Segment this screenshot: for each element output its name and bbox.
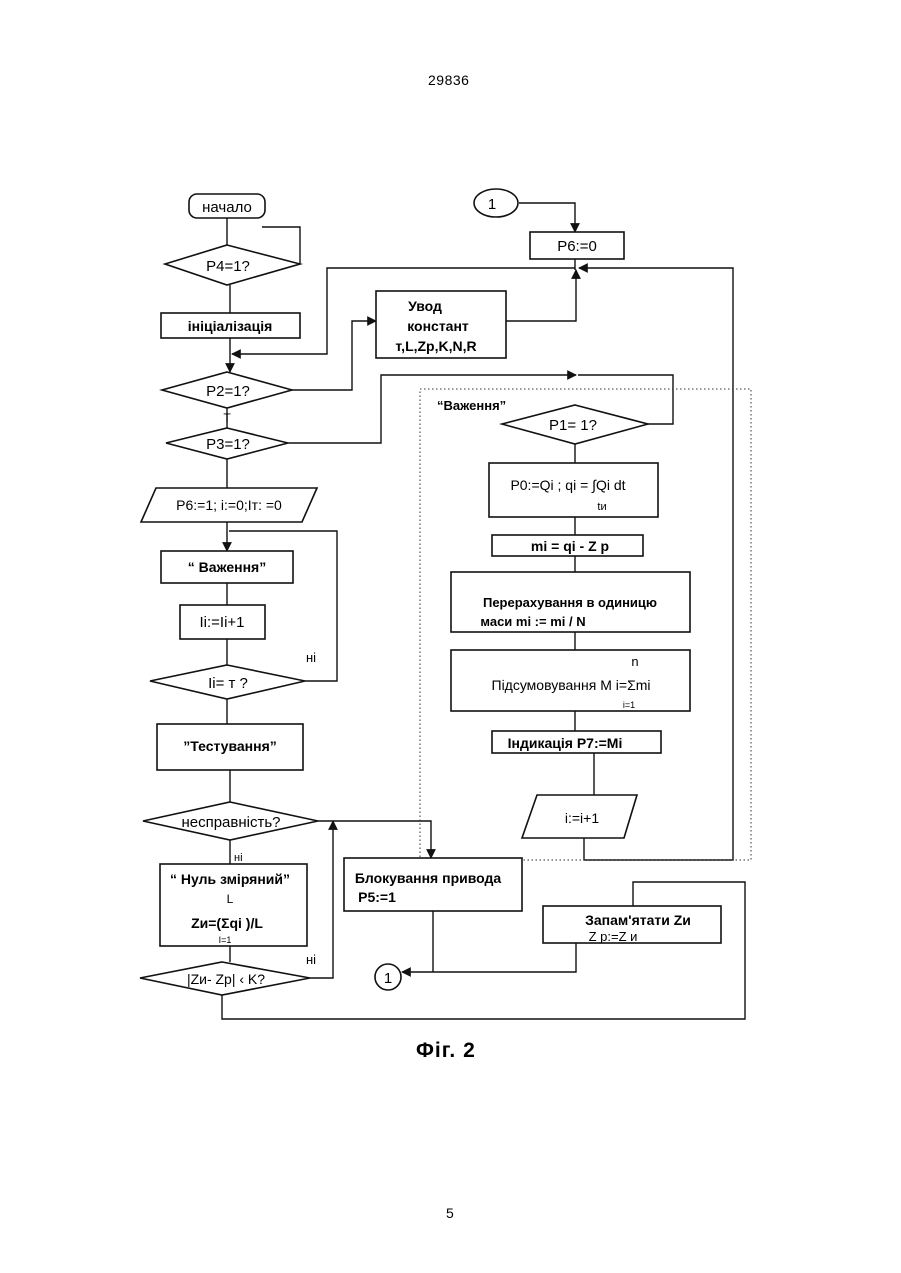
summation-text: Підсумовування M i=Σmi: [492, 677, 651, 693]
increment-li-label: Ii:=Ii+1: [199, 614, 244, 631]
connector-1-bottom: 1: [375, 964, 401, 990]
p0-formula: P0:=Qi ; qi = ∫Qi dt: [510, 477, 625, 493]
decision-p4-label: P4=1?: [206, 258, 250, 275]
testing-call-label: ”Тестування”: [183, 738, 277, 754]
decision-zero-check: |Zи- Zp| ‹ K?: [140, 962, 310, 995]
decision-p2: P2=1?: [162, 372, 292, 408]
io-increment-i: i:=i+1: [522, 795, 637, 838]
connector-1-top: 1: [474, 189, 518, 217]
weighing-call: “ Важення”: [161, 551, 293, 583]
label-no-2: ні: [234, 852, 243, 864]
label-t: Т: [223, 411, 231, 425]
decision-li-label: Ii= т ?: [208, 675, 248, 692]
p0-sub: tи: [597, 501, 606, 513]
testing-call: ”Тестування”: [157, 724, 303, 770]
figure-caption: Фіг. 2: [416, 1039, 476, 1063]
io-set-values-label: P6:=1; i:=0;Iт: =0: [176, 497, 282, 513]
label-no-3: ні: [306, 952, 316, 967]
p0-integration-block: P0:=Qi ; qi = ∫Qi dt tи: [489, 463, 658, 517]
zero-block-formula: Zи=(Σqi )/L: [191, 915, 263, 931]
decision-fault-label: несправність?: [181, 814, 280, 831]
input-constants-line2: констант: [407, 318, 469, 334]
summation-sub: i=1: [623, 700, 635, 710]
block-drive-line2: P5:=1: [358, 889, 396, 905]
decision-zero-check-label: |Zи- Zp| ‹ K?: [187, 971, 265, 987]
input-constants-line1: Увод: [408, 298, 442, 314]
summation-block: n Підсумовування M i=Σmi i=1: [451, 650, 690, 711]
decision-p2-label: P2=1?: [206, 383, 250, 400]
page-number: 5: [446, 1205, 454, 1221]
p6-reset-label: P6:=0: [557, 238, 597, 255]
remember-line1: Запам'ятати Zи: [585, 912, 691, 928]
connector-1-top-label: 1: [488, 196, 496, 213]
decision-p3: P3=1?: [166, 428, 288, 459]
decision-p1: P1= 1?: [502, 405, 648, 444]
label-no-1: ні: [306, 650, 316, 665]
p6-reset: P6:=0: [530, 232, 624, 259]
zero-block-sup-l: L: [227, 892, 234, 906]
decision-fault: несправність?: [143, 802, 318, 840]
block-drive: Блокування привода P5:=1: [344, 858, 522, 911]
zero-block-sub: I=1: [219, 935, 232, 945]
zero-block-title: “ Нуль зміряний”: [170, 871, 290, 887]
decision-li: Ii= т ?: [150, 665, 305, 699]
init-process: ініціалізація: [161, 313, 300, 338]
decision-p4: P4=1?: [165, 245, 300, 285]
indication-label: Індикація P7:=Mi: [508, 735, 623, 751]
indication-block: Індикація P7:=Mi: [492, 731, 661, 753]
decision-p1-label: P1= 1?: [549, 417, 597, 434]
start-label: начало: [202, 199, 252, 216]
io-increment-i-label: i:=i+1: [565, 810, 599, 826]
input-constants-line3: т,L,Zp,K,N,R: [395, 338, 476, 354]
block-drive-line1: Блокування привода: [355, 870, 502, 886]
recalc-block: Перерахування в одиницю маси mi := mi / …: [451, 572, 690, 632]
increment-li: Ii:=Ii+1: [180, 605, 265, 639]
mi-block-label: mi = qi - Z р: [531, 538, 609, 554]
recalc-line2: маси mi := mi / N: [480, 614, 585, 629]
decision-p3-label: P3=1?: [206, 436, 250, 453]
weighing-region-label: “Важення”: [437, 398, 506, 413]
remember-line2: Z р:=Z и: [589, 929, 638, 944]
input-constants: Увод констант т,L,Zp,K,N,R: [376, 291, 506, 358]
remember-zero: Запам'ятати Zи Z р:=Z и: [543, 906, 721, 944]
init-label: ініціалізація: [188, 318, 273, 334]
connector-1-bottom-label: 1: [384, 970, 392, 987]
mi-block: mi = qi - Z р: [492, 535, 643, 556]
summation-sup: n: [631, 654, 638, 669]
io-set-values: P6:=1; i:=0;Iт: =0: [141, 488, 317, 522]
recalc-line1: Перерахування в одиницю: [483, 595, 657, 610]
weighing-call-label: “ Важення”: [188, 559, 266, 575]
zero-measured-block: “ Нуль зміряний” L Zи=(Σqi )/L I=1: [160, 864, 307, 946]
start-terminator: начало: [189, 194, 265, 218]
